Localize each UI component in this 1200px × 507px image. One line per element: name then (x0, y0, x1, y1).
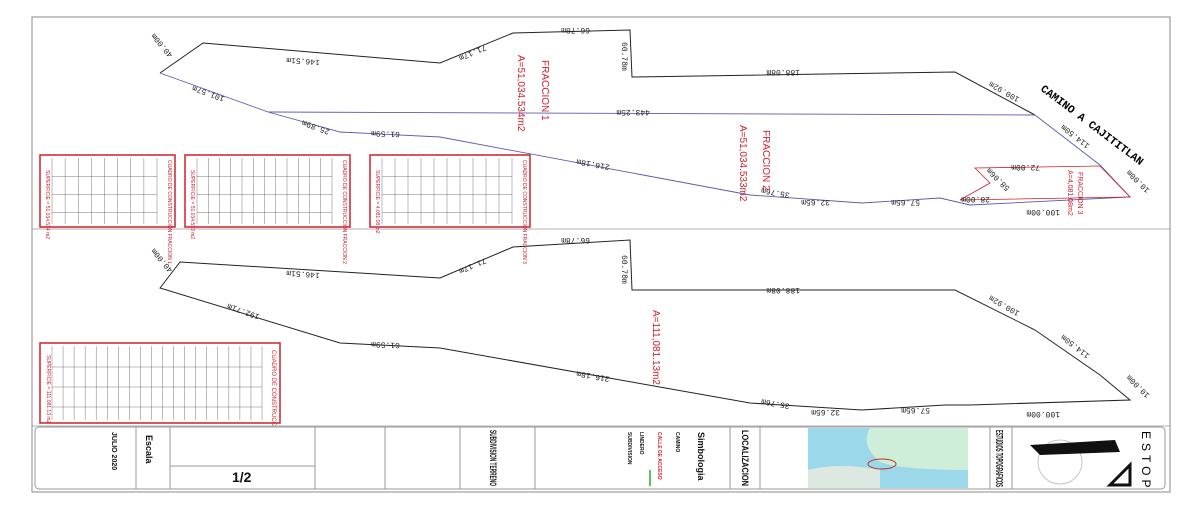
dim-label: 57.65m (891, 197, 920, 206)
table-title: CUADRO DE CONSTRUCCION FRACCION 3 (521, 160, 527, 264)
boundary-line (159, 239, 1132, 411)
dim-label: 60.78m (619, 255, 628, 284)
construction-table-2: CUADRO DE CONSTRUCCION FRACCION 2 SUPERF… (184, 154, 351, 264)
dim-label: 32.65m (801, 197, 830, 206)
estop-logo: ESTOP (1030, 431, 1153, 491)
fraction-name: FRACCION 3 (1076, 172, 1083, 215)
table-footer: SUPERFICIE = 51,034.534 m2 (44, 170, 50, 239)
dim-label: 10.00m (1125, 167, 1152, 194)
dim-label: 100.92m (988, 292, 1022, 317)
symbology-heading: Simbologia (696, 432, 706, 481)
dim-label: 57.65m (901, 405, 930, 414)
dim-label: 114.50m (1060, 332, 1092, 360)
table-title: CUADRO DE CONSTRUCCION FRACCION 2 (341, 160, 347, 264)
dim-label: 192.71m (226, 301, 261, 321)
dim-label: 72.00m (1011, 162, 1040, 171)
dim-label: 101.57m (191, 83, 226, 103)
symbology-item: CAMINO (674, 432, 680, 452)
dim-label: 28.00m (961, 194, 990, 203)
sheet-frame (31, 16, 1171, 493)
dim-label: 100.00m (1026, 409, 1060, 418)
date-label: JULIO 2020 (110, 432, 117, 470)
construction-table-1: CUADRO DE CONSTRUCCION FRACCION 1 SUPERF… (39, 154, 176, 264)
table-title: CUADRO DE CONSTRUCCION FRACCION 1 (166, 160, 172, 264)
fraction-name: FRACCION 2 (760, 130, 771, 191)
dim-label: 25.89m (301, 117, 331, 135)
scale-label: Escala (144, 435, 154, 465)
location-map (808, 428, 968, 488)
table-footer: SUPERFICIE = 111,081.13 m2 (45, 355, 51, 424)
dim-label: 66.78m (561, 235, 590, 244)
project-title: SUBDIVISION TERRENO (488, 430, 498, 486)
symbology-item: CALLE DE ACCESO (656, 432, 662, 480)
dim-label: 443.25m (616, 107, 650, 116)
location-heading: LOCALIZACION (740, 430, 750, 486)
division-line (267, 111, 1036, 116)
dim-label: 35.76m (760, 396, 790, 410)
dim-label: 216.18m (576, 156, 611, 171)
dim-label: 10.00m (1125, 372, 1152, 399)
dim-label: 71.17m (457, 42, 487, 62)
fraction-3-outline (959, 165, 1131, 201)
dim-label: 66.78m (561, 25, 590, 34)
symbology-item: LINDERO (638, 432, 644, 455)
dim-label: 100.00m (1026, 207, 1060, 216)
dim-label: 32.65m (811, 407, 840, 416)
road-label: CAMINO A CAJITITLAN (1038, 84, 1145, 169)
construction-table-3: CUADRO DE CONSTRUCCION FRACCION 3 SUPERF… (369, 154, 531, 264)
dim-label: 60.78m (619, 42, 628, 71)
fraction-area: A=51,034.534m2 (515, 55, 526, 132)
table-title: CUADRO DE CONSTRUCCION (270, 350, 276, 437)
dim-label: 188.08m (766, 67, 800, 76)
dim-label: 71.17m (457, 255, 487, 275)
construction-table-total: CUADRO DE CONSTRUCCION SUPERFICIE = 111,… (39, 342, 281, 437)
title-block: JULIO 2020 Escala 1/2 SUBDIVISION TERREN… (34, 426, 1166, 491)
fraction-area: A=51,034.533m2 (737, 125, 748, 202)
table-footer: SUPERFICIE = 4,081.08 m2 (374, 170, 380, 234)
dim-label: 146.51m (286, 268, 320, 279)
dim-label: 61.59m (371, 339, 400, 349)
dim-label: 61.59m (371, 128, 400, 138)
table-footer: SUPERFICIE = 51,034.533 m2 (189, 170, 195, 239)
total-plan: 146.51m 71.17m 66.78m 60.78m 188.08m 100… (150, 235, 1152, 418)
total-area: A=111,081.13m2 (650, 310, 661, 385)
dim-label: 40.00m (150, 31, 176, 59)
company-name: ESTUDIOS TOPOGRAFICOS (993, 430, 1004, 487)
dim-label: 146.51m (286, 55, 320, 66)
dim-label: 188.08m (766, 285, 800, 294)
sheet-number: 1/2 (232, 469, 252, 485)
logo-text: ESTOP (1139, 431, 1153, 491)
dim-label: 216.18m (576, 368, 611, 383)
fraction-area: A=4,081.08m2 (1066, 170, 1073, 216)
dim-label: 58.06m (985, 165, 1012, 192)
symbology-item: SUBDIVISION (626, 432, 632, 465)
dim-label: 100.92m (988, 78, 1022, 103)
boundary-line (159, 29, 1036, 116)
fraction-name: FRACCION 1 (539, 60, 550, 121)
